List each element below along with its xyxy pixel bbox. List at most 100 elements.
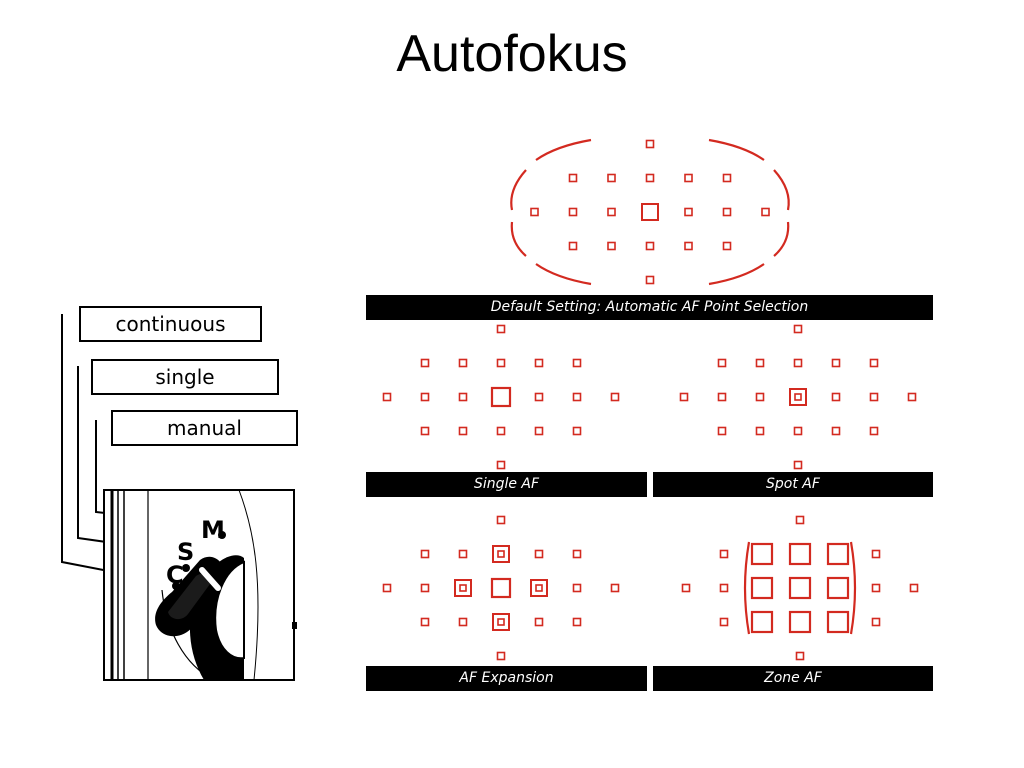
af-point — [572, 392, 582, 402]
af-point — [496, 651, 506, 661]
af-point-zone — [788, 610, 812, 634]
af-point — [719, 549, 729, 559]
af-point — [795, 515, 805, 525]
af-point — [534, 549, 544, 559]
af-point — [869, 426, 879, 436]
af-point — [496, 358, 506, 368]
af-point-expanded-inner — [497, 618, 505, 626]
af-point — [645, 139, 655, 149]
af-point — [534, 426, 544, 436]
af-point-selected — [490, 577, 512, 599]
af-point — [607, 241, 616, 251]
af-area-bracket — [510, 169, 527, 211]
af-area-bracket — [708, 263, 765, 286]
zone-bracket-right — [849, 541, 857, 635]
af-point — [684, 241, 693, 251]
af-area-bracket — [773, 221, 790, 257]
dial-letter-m: M — [201, 516, 225, 544]
af-point — [793, 426, 803, 436]
af-point — [458, 392, 468, 402]
af-area-bracket — [535, 138, 592, 161]
af-point-zone — [826, 542, 850, 566]
af-point — [755, 426, 765, 436]
af-point — [420, 583, 430, 593]
af-point — [684, 173, 693, 183]
af-point-expanded — [530, 579, 548, 597]
bar-zone-af: Zone AF — [653, 666, 933, 691]
dial-letter-c: C — [166, 561, 184, 589]
af-point — [610, 583, 620, 593]
af-area-bracket — [535, 263, 592, 286]
af-point — [869, 392, 879, 402]
af-point — [795, 651, 805, 661]
af-point-zone — [750, 542, 774, 566]
af-point — [572, 549, 582, 559]
af-point — [717, 358, 727, 368]
af-point-zone — [750, 610, 774, 634]
label-continuous: continuous — [79, 306, 262, 342]
af-point — [717, 426, 727, 436]
bar-spot-af: Spot AF — [653, 472, 933, 497]
af-point — [496, 324, 506, 334]
af-points-default — [510, 138, 790, 286]
af-point — [831, 426, 841, 436]
af-point — [458, 358, 468, 368]
af-point — [530, 207, 539, 217]
focus-mode-dial-illustration — [103, 489, 297, 681]
af-point — [534, 358, 544, 368]
af-point-zone — [826, 610, 850, 634]
af-point — [382, 583, 392, 593]
af-point — [458, 426, 468, 436]
af-point — [572, 358, 582, 368]
af-point — [755, 392, 765, 402]
af-point — [607, 207, 616, 217]
af-point — [568, 207, 578, 217]
af-point — [568, 173, 578, 183]
af-point-expanded — [492, 545, 510, 563]
af-points-spot — [679, 324, 917, 470]
af-point-zone — [788, 542, 812, 566]
af-area-bracket — [773, 169, 790, 211]
af-point-expanded-inner — [497, 550, 505, 558]
af-point-zone — [826, 576, 850, 600]
af-point — [717, 392, 727, 402]
af-point — [719, 583, 729, 593]
af-point — [681, 583, 691, 593]
af-point-zone — [750, 576, 774, 600]
bar-af-expansion: AF Expansion — [366, 666, 647, 691]
af-point — [869, 358, 879, 368]
af-point — [871, 617, 881, 627]
af-point — [755, 358, 765, 368]
af-point — [382, 392, 392, 402]
af-area-bracket — [708, 138, 765, 161]
af-point — [719, 617, 729, 627]
af-point — [496, 426, 506, 436]
bar-single-af: Single AF — [366, 472, 647, 497]
af-point — [458, 617, 468, 627]
page-title: Autofokus — [396, 25, 628, 83]
af-point — [645, 241, 655, 251]
af-point-expanded-inner — [459, 584, 467, 592]
zone-bracket-left — [743, 541, 751, 635]
af-points-zone — [681, 515, 919, 661]
af-point — [610, 392, 620, 402]
label-single: single — [91, 359, 279, 395]
af-point — [793, 358, 803, 368]
af-point — [722, 173, 732, 183]
af-point-expanded — [492, 613, 510, 631]
af-point — [534, 392, 544, 402]
af-point-selected — [789, 388, 807, 406]
af-point — [572, 583, 582, 593]
af-point — [607, 173, 616, 183]
af-point — [568, 241, 578, 251]
af-point-expanded — [454, 579, 472, 597]
af-point-expanded-inner — [535, 584, 543, 592]
af-point — [679, 392, 689, 402]
af-point — [645, 173, 655, 183]
bar-default-setting: Default Setting: Automatic AF Point Sele… — [366, 295, 933, 320]
af-point-selected — [490, 386, 512, 408]
af-point — [761, 207, 770, 217]
af-point — [572, 617, 582, 627]
af-point-center — [641, 203, 659, 221]
af-point — [793, 460, 803, 470]
